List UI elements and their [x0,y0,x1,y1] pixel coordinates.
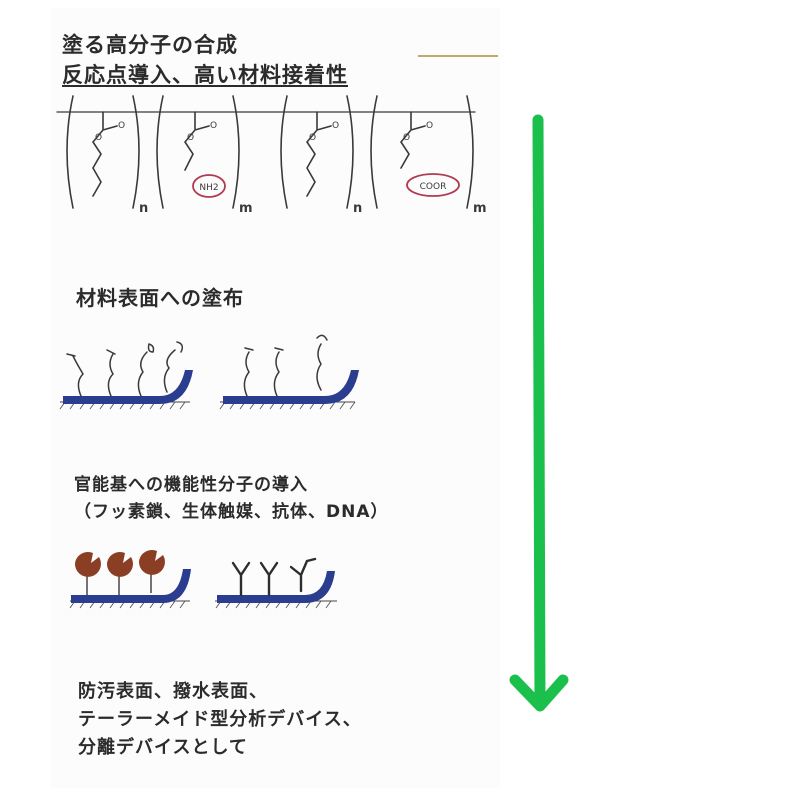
bracket-left-2 [156,95,164,209]
nh2-ellipse [192,174,226,198]
bracket-right-3 [346,95,354,209]
accent-rule [418,55,498,57]
functionalization-line-1: 官能基への機能性分子の導入 [74,475,308,495]
coor-label: COOR [420,182,447,192]
enzyme-glyphs [74,549,165,577]
bracket-left-3 [280,95,288,209]
svg-text:O: O [332,121,339,131]
enzyme-icon [74,551,101,577]
applications-heading: 防汚表面、撥水表面、 テーラーメイド型分析デバイス、 分離デバイスとして [78,678,362,762]
substrate-enzyme [71,569,191,603]
svg-text:O: O [426,121,433,131]
subscript-n-2: n [353,201,362,216]
bracket-right-2 [232,95,240,209]
bracket-left-1 [66,95,74,209]
bracket-left-4 [370,95,378,209]
applications-line-1: 防汚表面、撥水表面、 [78,681,268,702]
coating-diagram [59,334,359,410]
enzyme-icon [138,549,165,575]
svg-text:O: O [210,121,217,131]
hatch-marks-left [59,401,356,410]
synthesis-title: 塗る高分子の合成 [62,33,238,57]
enzyme-icon [106,551,133,577]
functionalization-heading: 官能基への機能性分子の導入 （フッ素鎖、生体触媒、抗体、DNA） [74,472,389,526]
polymer-structure-diagram: O O O O O O O O NH2 COOR n m n m [56,95,487,216]
svg-text:O: O [309,133,316,143]
subscript-m-1: m [239,201,253,216]
down-arrow-icon [509,114,569,712]
svg-text:O: O [187,133,194,143]
antibody-icon [231,561,251,597]
substrate-left [63,370,193,404]
svg-text:O: O [403,133,410,143]
subscript-n-1: n [139,201,148,216]
functionalization-line-2: （フッ素鎖、生体触媒、抗体、DNA） [74,502,389,522]
antibody-icon [259,561,279,597]
synthesis-subtitle: 反応点導入、高い材料接着性 [62,63,348,87]
functionalization-diagram [69,549,337,609]
svg-text:O: O [118,121,125,131]
substrate-right [223,370,359,404]
coor-ellipse [406,173,460,197]
substrate-antibody [217,571,335,603]
coating-heading: 材料表面への塗布 [76,286,244,310]
nh2-label: NH2 [199,183,218,193]
antibody-icon [289,557,317,593]
applications-line-3: 分離デバイスとして [78,737,248,758]
subscript-m-2: m [473,201,487,216]
bracket-right-4 [466,95,474,209]
bracket-right-1 [132,95,140,209]
antibody-glyphs [231,557,317,597]
applications-line-2: テーラーメイド型分析デバイス、 [78,709,362,730]
svg-text:O: O [95,133,102,143]
synthesis-heading: 塗る高分子の合成 反応点導入、高い材料接着性 [62,30,348,90]
